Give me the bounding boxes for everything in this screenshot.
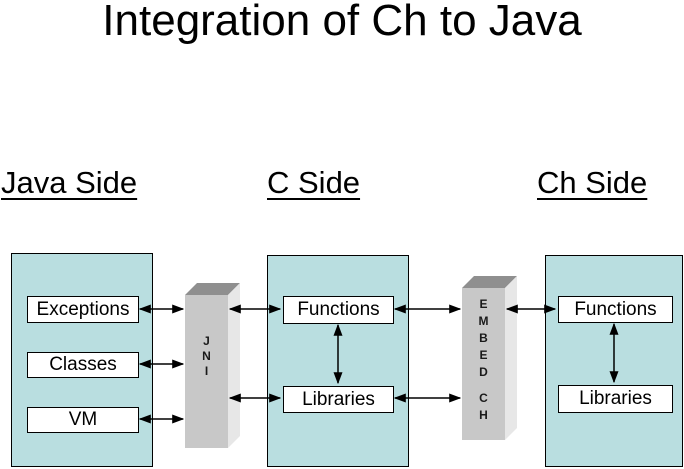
embed-letter: E (479, 297, 488, 311)
embed-letter: E (479, 348, 488, 362)
box-c-libraries: Libraries (283, 386, 394, 413)
java-side-panel: Exceptions Classes VM (11, 253, 153, 467)
box-ch-libraries: Libraries (558, 385, 673, 413)
section-heading-ch: Ch Side (537, 165, 648, 200)
embed-ch-bar-front-face (462, 288, 505, 440)
ch-side-panel: Functions Libraries (545, 255, 683, 467)
section-heading-c: C Side (267, 165, 361, 200)
embed-letter: D (479, 365, 488, 379)
jni-letter: I (204, 364, 209, 378)
box-c-functions: Functions (283, 296, 394, 324)
box-classes: Classes (27, 352, 139, 378)
jni-bar-top-face (185, 283, 240, 295)
embed-ch-bar-label: E M B E D C H (462, 296, 505, 424)
embed-ch-bar-side-face (505, 276, 517, 440)
section-heading-java: Java Side (1, 165, 138, 200)
embed-letter: B (479, 331, 488, 345)
embed-letter: H (479, 408, 488, 422)
jni-bar-side-face (228, 283, 240, 448)
box-ch-functions: Functions (558, 296, 673, 323)
box-exceptions: Exceptions (27, 296, 139, 323)
embed-letter: M (478, 314, 489, 328)
box-vm: VM (27, 407, 139, 433)
jni-letter: J (203, 334, 210, 348)
c-side-panel: Functions Libraries (267, 255, 409, 467)
jni-bar-front-face (185, 295, 228, 448)
jni-bar (185, 283, 240, 448)
embed-ch-bar (462, 276, 517, 440)
embed-ch-bar-top-face (462, 276, 517, 288)
slide-title: Integration of Ch to Java (102, 0, 582, 45)
embed-letter: C (479, 391, 488, 405)
jni-letter: N (202, 349, 211, 363)
jni-bar-label: J N I (185, 334, 228, 379)
